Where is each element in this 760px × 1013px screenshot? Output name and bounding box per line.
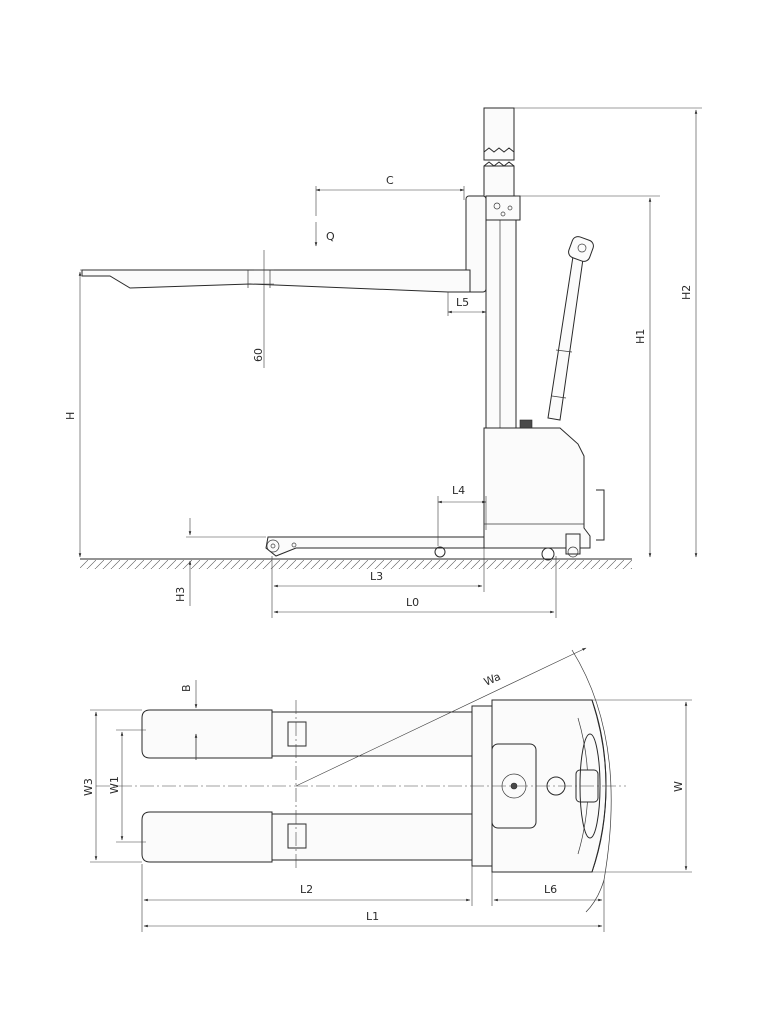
h1-label: H1 xyxy=(634,329,647,344)
chassis xyxy=(483,419,605,558)
l2-label: L2 xyxy=(300,883,313,896)
tiller-arm xyxy=(547,236,594,421)
top-forks xyxy=(141,709,473,863)
h3-label: H3 xyxy=(174,587,187,602)
sixty-label: 60 xyxy=(252,348,265,362)
top-view: Wa B W3 W1 W L2 L6 L1 xyxy=(82,647,692,932)
w1-label: W1 xyxy=(108,776,121,794)
l4-label: L4 xyxy=(452,484,465,497)
l3-label: L3 xyxy=(370,570,383,583)
fork-carriage xyxy=(465,195,521,293)
w-label: W xyxy=(672,781,685,792)
side-view: C Q L5 60 H H1 H2 L4 xyxy=(64,107,702,618)
h2-label: H2 xyxy=(680,285,693,300)
l5-label: L5 xyxy=(456,296,469,309)
l0-label: L0 xyxy=(406,596,419,609)
ground-line xyxy=(80,558,632,569)
raised-forks xyxy=(81,269,471,293)
wa-label: Wa xyxy=(482,670,503,689)
l6-label: L6 xyxy=(544,883,557,896)
l1-label: L1 xyxy=(366,910,379,923)
w3-label: W3 xyxy=(82,778,95,796)
b-label: B xyxy=(180,684,193,692)
mast xyxy=(483,107,517,439)
h-label: H xyxy=(64,412,77,420)
q-label: Q xyxy=(326,230,335,243)
base-legs xyxy=(265,536,555,561)
c-label: C xyxy=(386,174,394,187)
